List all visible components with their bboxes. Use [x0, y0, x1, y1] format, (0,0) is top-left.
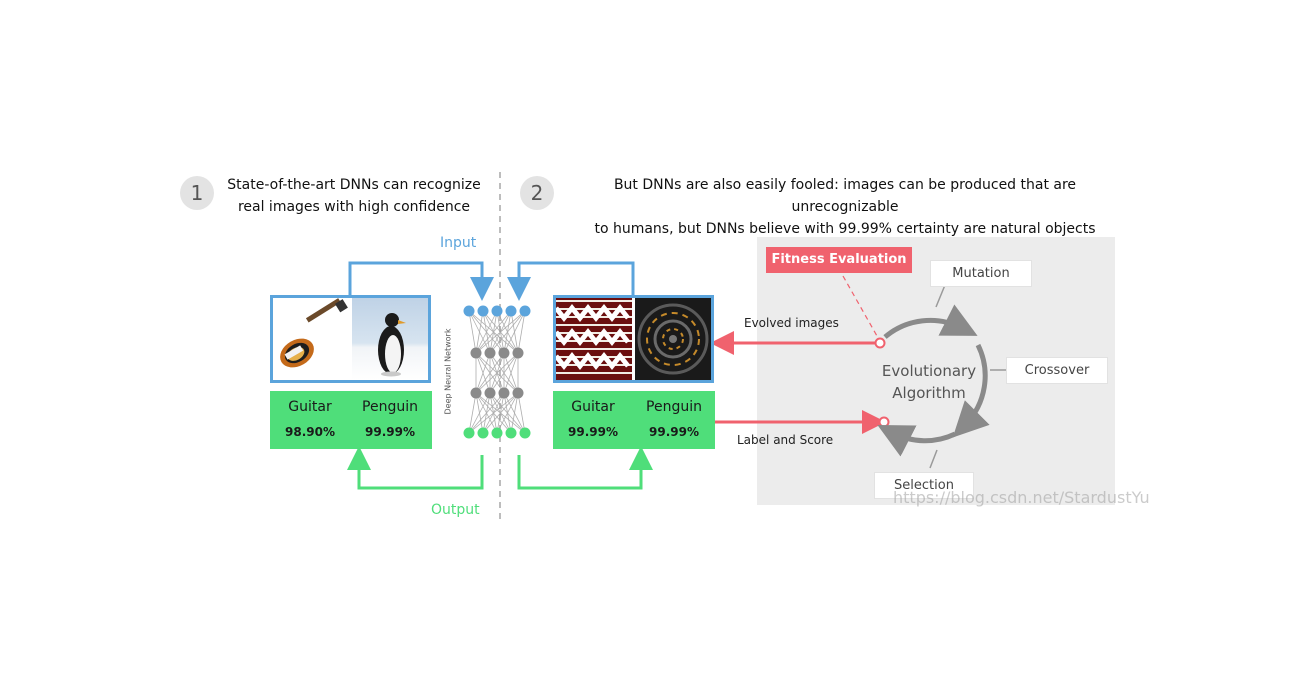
step-1-caption-line1: State-of-the-art DNNs can recognize	[227, 177, 481, 193]
input-label: Input	[440, 235, 477, 251]
network-edge	[468, 392, 491, 434]
output-arrow-right	[517, 446, 653, 490]
ea-line1: Evolutionary	[881, 362, 977, 380]
guitar-photo	[273, 298, 349, 380]
network-node	[484, 347, 496, 359]
step-2-caption-line1: But DNNs are also easily fooled: images …	[613, 177, 1077, 215]
network-node	[491, 305, 503, 317]
evolved-rings-image	[635, 298, 711, 380]
step-1-caption: State-of-the-art DNNs can recognize real…	[218, 174, 490, 218]
network-edge	[517, 310, 526, 354]
network-node	[470, 347, 482, 359]
left-label-penguin: Penguin	[362, 399, 418, 415]
right-image-frame	[553, 295, 714, 383]
left-image-frame	[270, 295, 431, 383]
label-and-score-label: Label and Score	[737, 433, 834, 447]
left-label-guitar: Guitar	[288, 399, 332, 415]
left-score-penguin: 99.99%	[365, 425, 415, 439]
label-score-port	[878, 416, 890, 428]
network-node	[519, 305, 531, 317]
network-edge	[489, 352, 519, 394]
evolved-images-label: Evolved images	[744, 316, 839, 330]
step-1-caption-line2: real images with high confidence	[237, 199, 471, 215]
step-2-caption: But DNNs are also easily fooled: images …	[562, 174, 1128, 240]
network-edges	[468, 310, 526, 434]
evolutionary-algorithm-label: Evolutionary Algorithm	[869, 360, 989, 404]
fitness-dashed-link	[842, 275, 878, 337]
network-node	[505, 427, 517, 439]
network-edge	[475, 310, 484, 354]
network-edge	[503, 310, 526, 354]
right-label-guitar: Guitar	[571, 399, 615, 415]
selection-connector	[929, 449, 938, 469]
network-nodes	[463, 305, 531, 439]
output-label: Output	[431, 502, 480, 518]
rings-pattern	[637, 303, 709, 375]
network-edge	[468, 392, 505, 434]
penguin-photo	[352, 298, 428, 380]
step-1-badge: 1	[180, 176, 214, 210]
network-edge	[468, 310, 477, 354]
network-label: Deep Neural Network	[443, 328, 453, 415]
network-edge	[475, 352, 505, 394]
evolved-images-port	[874, 337, 886, 349]
mutation-label: Mutation	[930, 260, 1032, 287]
network-node	[512, 387, 524, 399]
right-score-penguin: 99.99%	[649, 425, 699, 439]
evolved-stripes-image	[556, 298, 632, 380]
output-arrow-left	[347, 446, 484, 490]
input-arrow-right	[507, 261, 635, 301]
network-node	[463, 427, 475, 439]
network-edge	[517, 392, 526, 434]
step-2-badge: 2	[520, 176, 554, 210]
network-edge	[489, 310, 526, 354]
penguin-icon	[378, 313, 406, 377]
input-arrow-left	[348, 261, 494, 301]
network-node	[505, 305, 517, 317]
right-label-penguin: Penguin	[646, 399, 702, 415]
left-results-box	[270, 391, 432, 449]
guitar-icon	[280, 298, 348, 368]
right-score-guitar: 99.99%	[568, 425, 618, 439]
network-edge	[468, 392, 477, 434]
cycle-arc-top	[883, 304, 978, 339]
network-node	[519, 427, 531, 439]
step-2-caption-line2: to humans, but DNNs believe with 99.99% …	[594, 221, 1096, 237]
cycle-arc-right	[952, 343, 990, 438]
right-results-box	[553, 391, 715, 449]
network-edge	[475, 310, 498, 354]
network-edge	[475, 310, 512, 354]
network-node	[463, 305, 475, 317]
network-node	[512, 347, 524, 359]
network-node	[470, 387, 482, 399]
network-node	[477, 305, 489, 317]
mutation-connector	[935, 284, 946, 308]
network-node	[498, 387, 510, 399]
network-node	[484, 387, 496, 399]
network-edge	[510, 392, 519, 434]
cycle-arc-bottom	[877, 425, 957, 457]
network-node	[477, 427, 489, 439]
network-edge	[482, 392, 519, 434]
left-score-guitar: 98.90%	[285, 425, 335, 439]
network-node	[498, 347, 510, 359]
network-edge	[496, 392, 519, 434]
network-edge	[503, 352, 519, 394]
zigzag-pattern	[556, 303, 630, 371]
network-edge	[468, 392, 519, 434]
fitness-evaluation-label: Fitness Evaluation	[766, 247, 912, 273]
network-edge	[475, 310, 526, 354]
selection-label: Selection	[874, 472, 974, 499]
network-edge	[475, 352, 519, 394]
ea-line2: Algorithm	[892, 384, 966, 402]
network-node	[491, 427, 503, 439]
watermark: https://blog.csdn.net/StardustYu	[893, 488, 1150, 507]
network-edge	[475, 352, 491, 394]
crossover-label: Crossover	[1006, 357, 1108, 384]
